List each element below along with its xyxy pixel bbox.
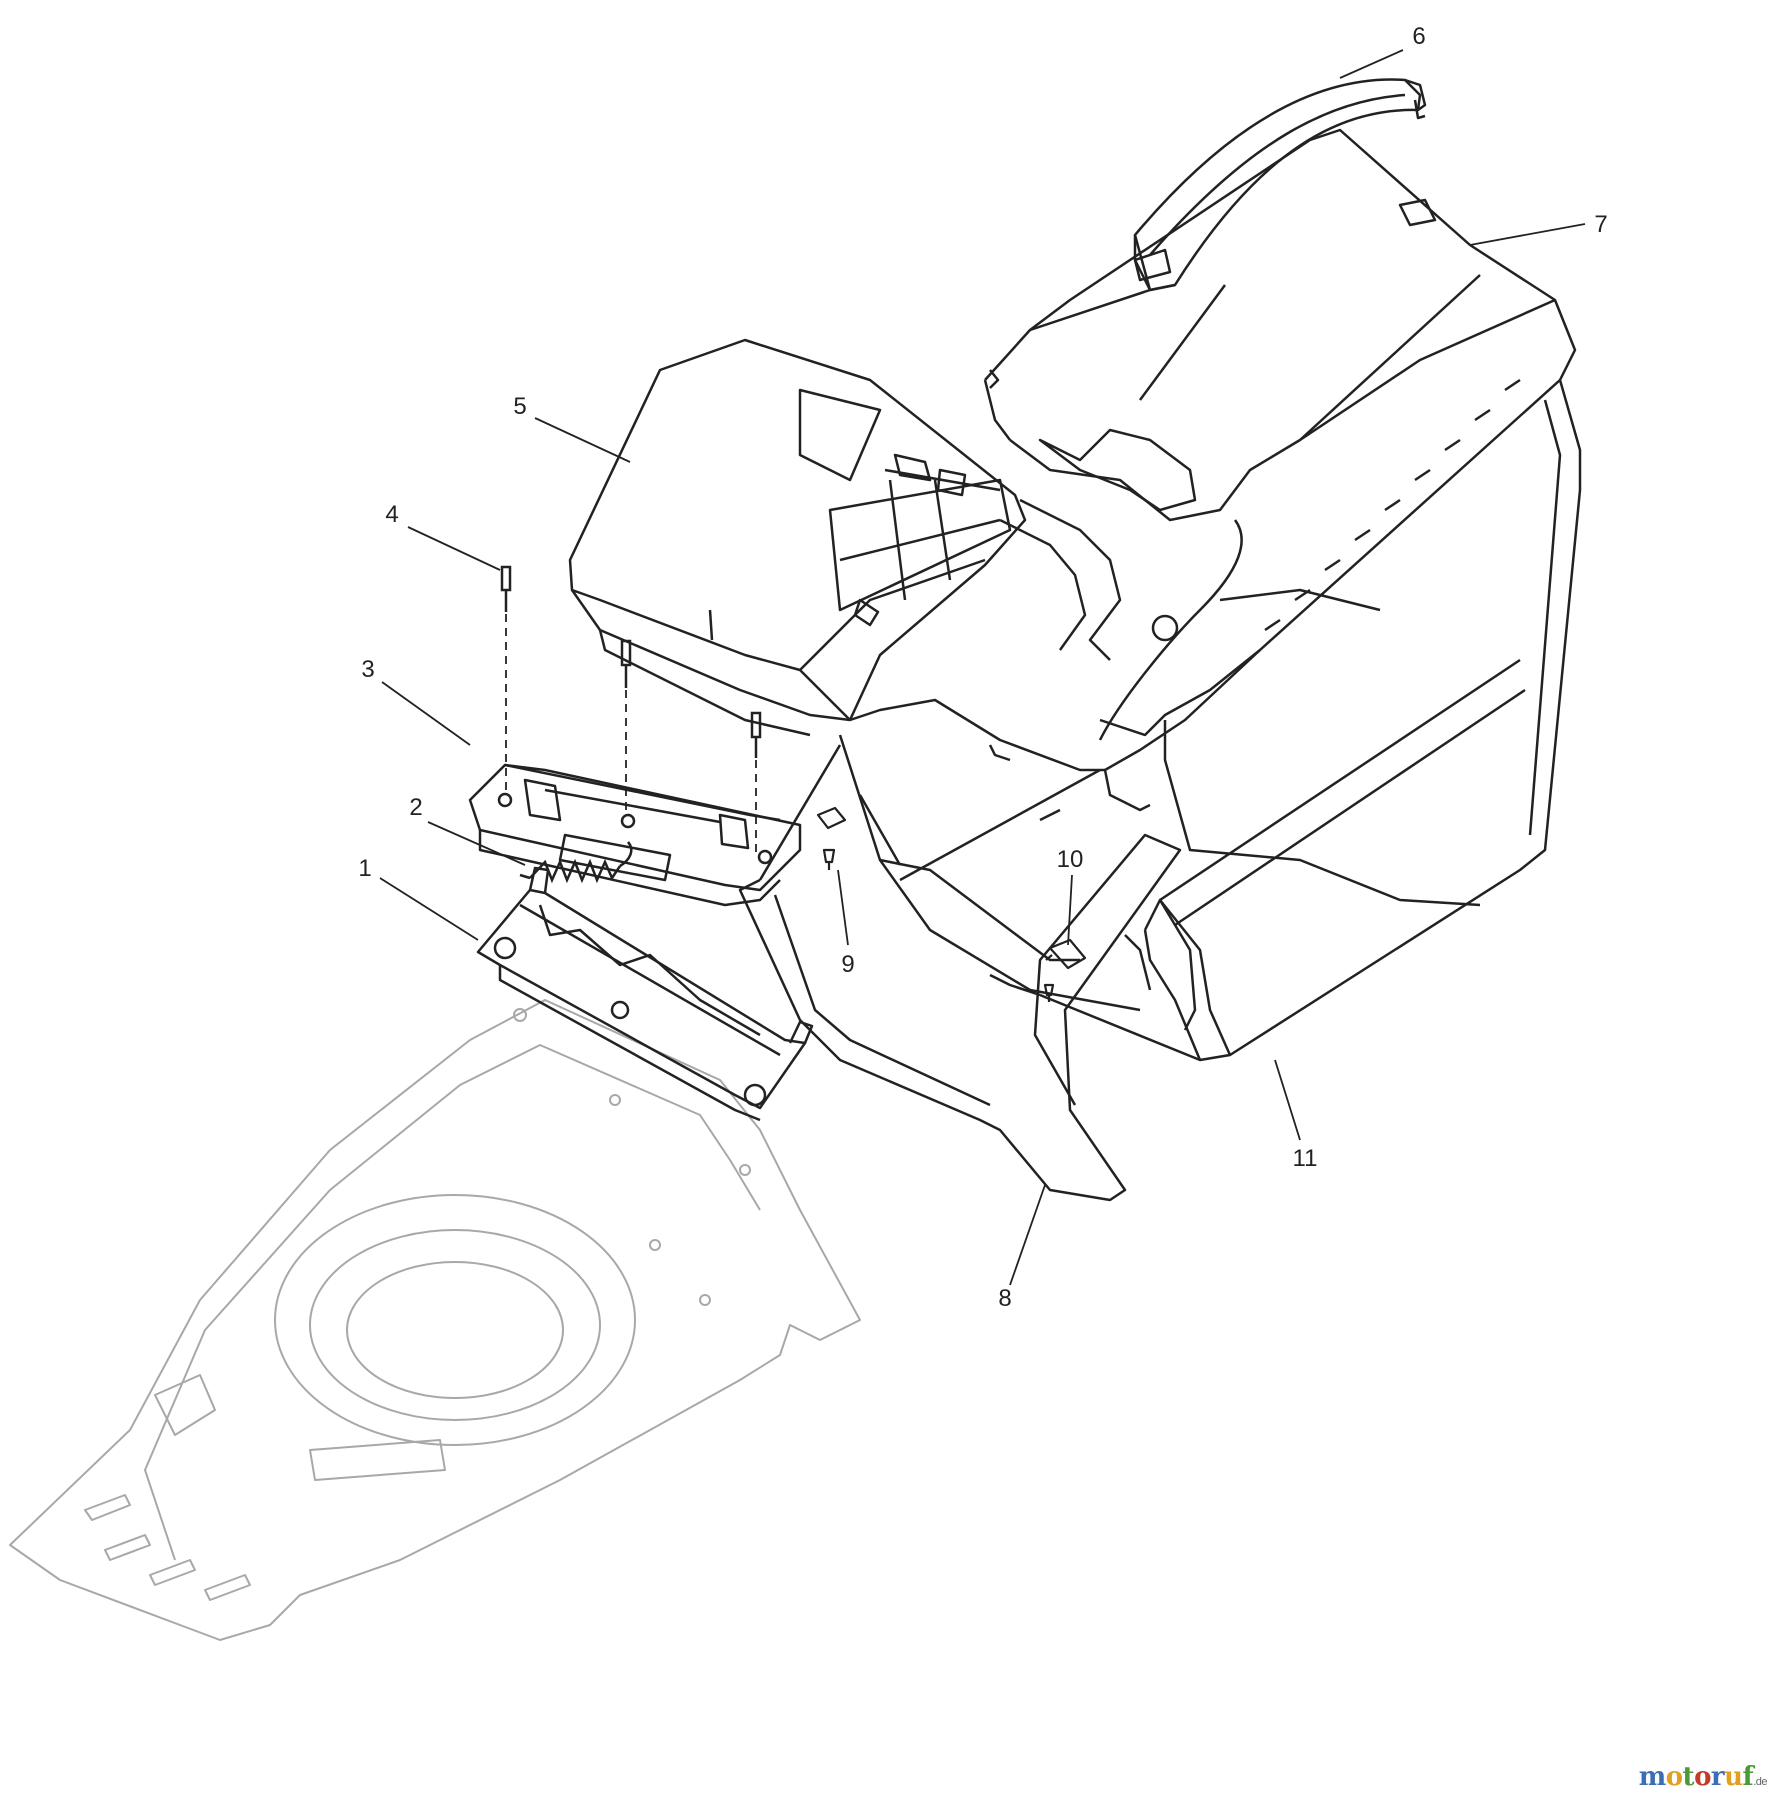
callout-labels: 1 2 3 4 5 6 7 8 9 10 11 xyxy=(358,23,1607,1312)
part-8-frame xyxy=(738,744,1182,1202)
callout-6: 6 xyxy=(1412,23,1425,50)
leader-6 xyxy=(1339,49,1404,79)
leader-1 xyxy=(379,877,479,941)
watermark-letter: o xyxy=(1694,1762,1711,1792)
watermark-letter: r xyxy=(1710,1762,1725,1792)
watermark-letter: o xyxy=(1665,1762,1683,1792)
leader-8 xyxy=(1009,1184,1046,1286)
watermark-letter: m xyxy=(1638,1762,1667,1792)
callout-1: 1 xyxy=(358,855,371,882)
watermark-letter: f xyxy=(1742,1762,1754,1792)
leader-3 xyxy=(381,681,471,746)
part-1-hinge-bracket xyxy=(476,866,814,1122)
leader-2 xyxy=(427,821,526,866)
part-3-flap-handle xyxy=(468,763,802,907)
leader-7 xyxy=(1469,223,1586,246)
part-9-clip xyxy=(816,806,847,870)
leader-10 xyxy=(1067,874,1073,946)
part-6-top-handle xyxy=(1133,78,1427,292)
screw-guide-lines xyxy=(505,614,757,855)
watermark-letter: u xyxy=(1724,1762,1743,1792)
motoruf-watermark: motoruf.de xyxy=(1638,1762,1768,1792)
leader-9 xyxy=(837,869,849,946)
part-5-rear-flap xyxy=(568,338,1027,737)
leader-5 xyxy=(534,417,631,463)
part-11-grassbox-body xyxy=(988,379,1582,1062)
grassbox-inner-frame xyxy=(838,588,1381,1012)
callout-3: 3 xyxy=(361,656,374,683)
callout-2: 2 xyxy=(409,794,422,821)
callout-9: 9 xyxy=(841,951,854,978)
callout-4: 4 xyxy=(385,501,398,528)
mower-deck xyxy=(9,999,861,1641)
leader-lines xyxy=(379,49,1586,1286)
part-10-clip xyxy=(1043,938,1087,1002)
callout-8: 8 xyxy=(998,1285,1011,1312)
watermark-suffix: .de xyxy=(1753,1776,1767,1788)
leader-4 xyxy=(407,526,501,571)
callout-11: 11 xyxy=(1293,1145,1318,1172)
callout-5: 5 xyxy=(513,393,526,420)
leader-11 xyxy=(1274,1059,1301,1141)
part-7-grassbox-lid xyxy=(983,128,1577,812)
callout-10: 10 xyxy=(1057,846,1084,873)
callout-7: 7 xyxy=(1594,211,1607,238)
watermark-letter: t xyxy=(1682,1762,1695,1792)
